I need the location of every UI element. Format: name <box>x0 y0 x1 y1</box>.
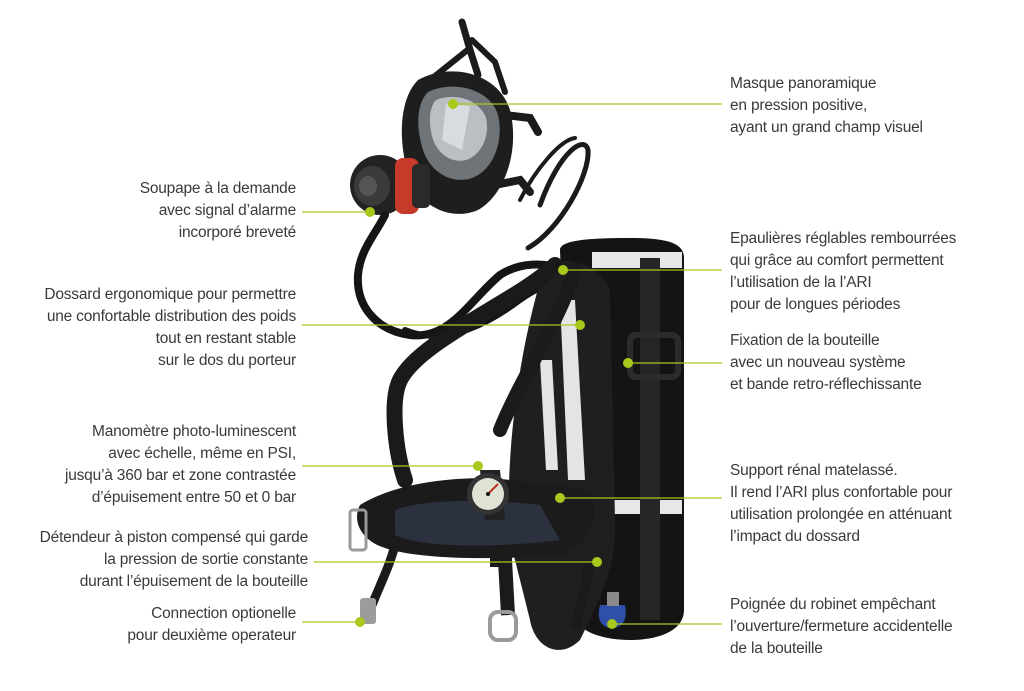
callout-dossard: Dossard ergonomique pour permettre une c… <box>44 284 296 372</box>
callout-epaulieres-line-4: pour de longues périodes <box>730 296 901 313</box>
callout-soupape: Soupape à la demande avec signal d’alarm… <box>139 178 297 244</box>
leader-dot-soupape <box>365 207 375 217</box>
leader-dot-poignee <box>607 619 617 629</box>
callout-soupape-line-2: avec signal d’alarme <box>158 202 296 219</box>
callout-connection: Connection optionelle pour deuxième oper… <box>127 603 296 647</box>
cylinder-valve-handwheel <box>598 592 626 628</box>
callout-masque-line-1: Masque panoramique <box>730 75 877 92</box>
callout-soupape-line-1: Soupape à la demande <box>139 180 297 197</box>
callout-support-line-2: Il rend l’ARI plus confortable pour <box>730 484 953 501</box>
callout-dossard-line-3: tout en restant stable <box>155 330 297 347</box>
callout-detendeur-line-2: la pression de sortie constante <box>103 551 308 568</box>
cylinder-bracket <box>627 332 681 380</box>
callout-fixation: Fixation de la bouteille avec un nouveau… <box>730 330 922 396</box>
leader-dot-dossard <box>575 320 585 330</box>
waist-belt <box>348 478 594 559</box>
callout-connection-line-1: Connection optionelle <box>151 605 296 622</box>
callout-dossard-line-4: sur le dos du porteur <box>158 352 296 369</box>
callout-detendeur-line-1: Détendeur à piston compensé qui garde <box>39 529 309 546</box>
pressure-regulator <box>360 543 595 632</box>
callout-detendeur-line-3: durant l’épuisement de la bouteille <box>79 573 308 590</box>
callout-manometre: Manomètre photo-luminescent avec échelle… <box>65 421 296 509</box>
callout-manometre-line-4: d’épuisement entre 50 et 0 bar <box>91 489 296 506</box>
callout-masque: Masque panoramique en pression positive,… <box>730 73 923 139</box>
callout-fixation-line-3: et bande retro-réflechissante <box>730 376 922 393</box>
callout-manometre-line-2: avec échelle, même en PSI, <box>108 445 296 462</box>
leader-dot-detendeur <box>592 557 602 567</box>
leader-dot-connection <box>355 617 365 627</box>
leader-dot-epaulieres <box>558 265 568 275</box>
callout-manometre-line-1: Manomètre photo-luminescent <box>92 423 296 440</box>
callout-poignee-line-3: de la bouteille <box>730 640 823 657</box>
panoramic-mask <box>401 71 514 214</box>
callout-poignee-line-1: Poignée du robinet empêchant <box>730 596 936 613</box>
callout-manometre-line-3: jusqu’à 360 bar et zone contrastée <box>64 467 296 484</box>
callout-fixation-line-2: avec un nouveau système <box>730 354 906 371</box>
callout-epaulieres-line-1: Epaulières réglables rembourrées <box>730 230 957 247</box>
leader-dot-manometre <box>473 461 483 471</box>
breathing-apparatus-illustration <box>348 18 684 650</box>
callout-connection-line-2: pour deuxième operateur <box>127 627 296 644</box>
leader-dot-masque <box>448 99 458 109</box>
callout-support-line-1: Support rénal matelassé. <box>730 462 898 479</box>
callout-masque-line-3: ayant un grand champ visuel <box>730 119 923 136</box>
callout-poignee: Poignée du robinet empêchant l’ouverture… <box>730 594 953 660</box>
callout-epaulieres: Epaulières réglables rembourrées qui grâ… <box>730 228 956 316</box>
callout-support-line-4: l’impact du dossard <box>730 528 860 545</box>
callout-soupape-line-3: incorporé breveté <box>178 224 296 241</box>
callout-support: Support rénal matelassé. Il rend l’ARI p… <box>730 460 952 548</box>
callout-fixation-line-1: Fixation de la bouteille <box>730 332 880 349</box>
callout-support-line-3: utilisation prolongée en atténuant <box>730 506 952 523</box>
pressure-gauge <box>467 470 509 520</box>
leader-dot-fixation <box>623 358 633 368</box>
callout-dossard-line-1: Dossard ergonomique pour permettre <box>44 286 296 303</box>
callout-epaulieres-line-3: l’utilisation de la l’ARI <box>730 274 872 291</box>
callout-detendeur: Détendeur à piston compensé qui garde la… <box>39 527 309 593</box>
callout-masque-line-2: en pression positive, <box>730 97 868 114</box>
callout-leaders <box>302 99 722 629</box>
demand-valve <box>350 155 430 215</box>
callout-epaulieres-line-2: qui grâce au comfort permettent <box>730 252 944 269</box>
callout-dossard-line-2: une confortable distribution des poids <box>46 308 296 325</box>
callout-poignee-line-2: l’ouverture/fermeture accidentelle <box>730 618 953 635</box>
d-ring <box>488 553 518 642</box>
shoulder-straps <box>386 257 582 488</box>
leader-dot-support <box>555 493 565 503</box>
